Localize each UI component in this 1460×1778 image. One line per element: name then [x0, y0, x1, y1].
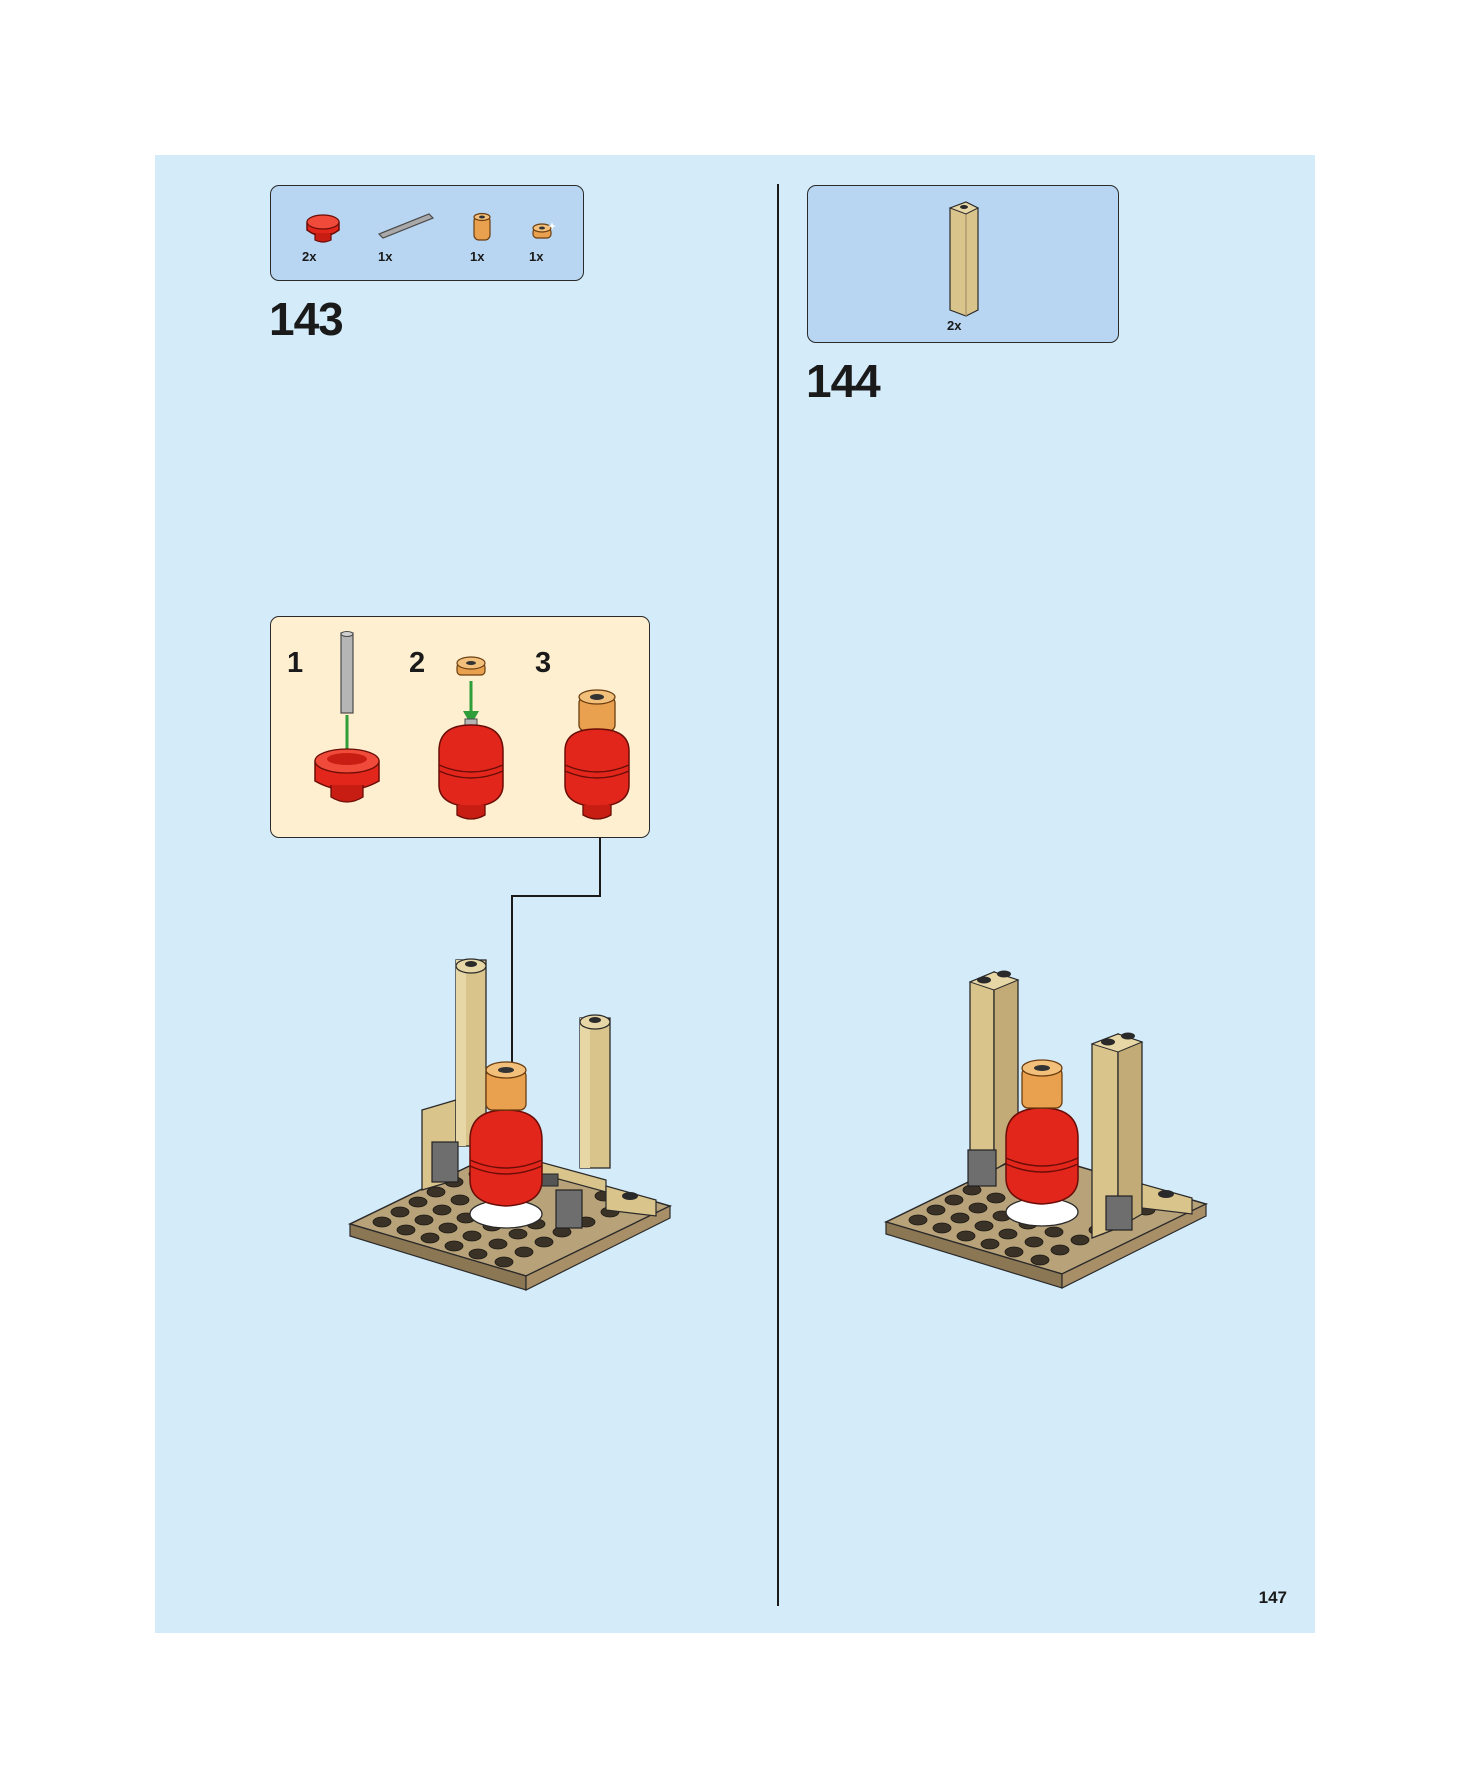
part-qty: 1x — [378, 249, 393, 264]
step-144-model — [883, 970, 1209, 1289]
instruction-page — [155, 155, 1315, 1633]
substep-1-illustration — [314, 631, 380, 803]
substep-number: 1 — [287, 647, 304, 679]
substep-2-illustration — [438, 656, 504, 820]
page-number: 147 — [1258, 1588, 1287, 1607]
step-number-144: 144 — [806, 355, 881, 407]
orange-cone-icon — [473, 212, 491, 241]
submodel-callout: 1 2 3 — [270, 616, 650, 838]
parts-list-step-144: 2x — [807, 185, 1119, 343]
substep-3-illustration — [564, 689, 630, 820]
part-qty: 2x — [302, 249, 317, 264]
column-divider — [777, 184, 779, 1606]
orange-round-plate-icon — [532, 222, 556, 239]
tan-column-brick-icon — [948, 201, 980, 317]
red-round-brick-icon — [306, 214, 340, 243]
step-number-143: 143 — [269, 293, 344, 345]
part-qty: 1x — [529, 249, 544, 264]
substep-number: 2 — [409, 647, 426, 679]
part-qty: 2x — [947, 318, 962, 333]
step-143-model — [347, 958, 673, 1291]
substep-number: 3 — [535, 647, 552, 679]
grey-bar-icon — [377, 213, 435, 239]
parts-list-step-143: 2x 1x 1x 1x — [270, 185, 584, 281]
part-qty: 1x — [470, 249, 485, 264]
